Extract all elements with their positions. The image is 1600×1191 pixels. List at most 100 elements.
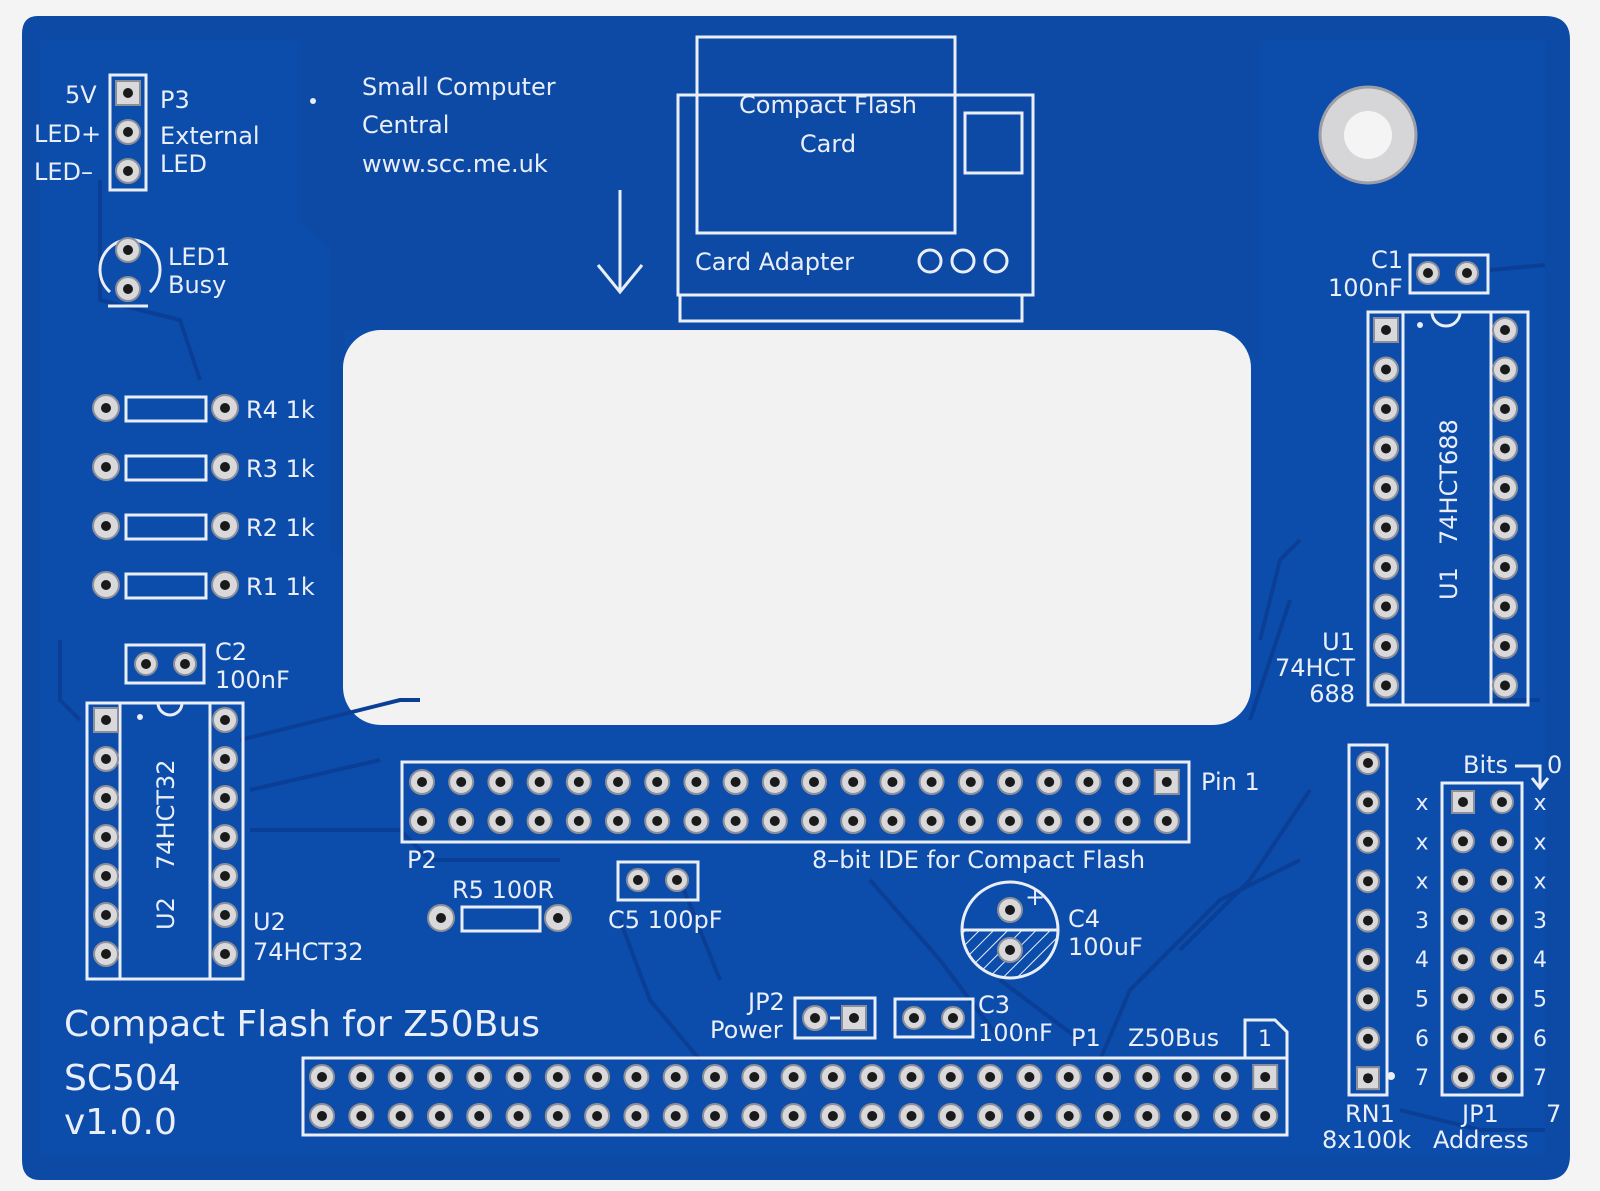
bit-label: x [1533, 791, 1546, 816]
pad-hole [848, 777, 859, 787]
pad-hole [1083, 777, 1094, 787]
jp2-power: Power [710, 1016, 783, 1044]
r3-label: R3 1k [246, 455, 315, 483]
pad-hole [434, 1072, 445, 1082]
pad-hole [101, 832, 111, 842]
bit-label: x [1533, 830, 1546, 855]
pad-hole [1497, 993, 1507, 1004]
capacitor-c3 [893, 997, 975, 1039]
u1-pads [1373, 317, 1518, 699]
r1-label: R1 1k [246, 573, 315, 601]
pad-hole [534, 816, 545, 826]
led1-ref: LED1 [168, 243, 230, 271]
pad-hole [985, 1072, 996, 1082]
pad-hole [613, 777, 623, 787]
pad-hole [926, 777, 937, 787]
bit-label: 5 [1533, 988, 1547, 1013]
resistor-r2 [92, 512, 239, 541]
pad-hole [1381, 364, 1391, 375]
jp1-ref: JP1 [1460, 1100, 1499, 1128]
pad-hole [730, 777, 741, 787]
card-adapter-label: Card Adapter [695, 248, 854, 276]
pad-hole [1363, 758, 1373, 768]
pad-hole [220, 754, 230, 764]
pad-hole [1497, 1072, 1507, 1083]
pad-hole [1500, 404, 1510, 414]
pad-hole [906, 1111, 917, 1121]
pad-hole [1103, 1111, 1113, 1121]
pad-hole [220, 793, 230, 803]
jp1-pads [1451, 790, 1514, 1090]
pad-hole [552, 1072, 563, 1082]
r4-label: R4 1k [246, 396, 315, 424]
pad-hole [1458, 914, 1468, 925]
u1-chip-ref: U1 [1435, 567, 1463, 600]
pad-hole [317, 1072, 327, 1082]
pad-hole [220, 871, 230, 881]
p2-outline [400, 760, 1191, 844]
pad-hole [495, 816, 506, 826]
pad-hole [513, 1111, 524, 1121]
card-window-cutout [343, 330, 1251, 725]
pad-hole [1381, 404, 1391, 414]
maker-line2: Central [362, 111, 449, 139]
pad-hole [1363, 1073, 1373, 1084]
pad-hole [474, 1111, 485, 1121]
chip-u2-footprint [85, 701, 245, 981]
pad-hole [1500, 562, 1510, 572]
led1-footprint [98, 237, 162, 308]
pad-hole [395, 1072, 406, 1082]
pad-hole [1500, 325, 1510, 335]
maker-url: www.scc.me.uk [362, 150, 548, 178]
pad-hole [1497, 836, 1507, 847]
pad-hole [788, 1072, 799, 1082]
resistor-r3 [92, 453, 239, 482]
pad-hole [1497, 914, 1507, 925]
pad-hole [867, 1111, 878, 1121]
pad-hole [101, 910, 111, 920]
pad-hole [1381, 641, 1391, 651]
c3-value: 100nF [978, 1019, 1053, 1047]
pad-hole [1381, 601, 1391, 612]
u2-pads [93, 707, 238, 967]
rn1-pads [1356, 751, 1380, 1091]
pad-hole [1363, 994, 1373, 1005]
c3-ref: C3 [978, 991, 1010, 1019]
bit-label: x [1415, 830, 1428, 855]
bit-label: 4 [1533, 948, 1547, 973]
bit-label: 3 [1533, 909, 1547, 934]
pad-hole [317, 1111, 327, 1121]
p2-pads [409, 769, 1180, 834]
ide-label: 8–bit IDE for Compact Flash [812, 846, 1145, 874]
p1-outline [301, 1018, 1289, 1137]
pad-hole [691, 777, 702, 787]
pad-hole [1458, 954, 1468, 965]
pad-hole [945, 1072, 956, 1082]
pad-hole [1005, 816, 1015, 826]
pad-hole [1458, 836, 1468, 847]
pad-hole [1024, 1111, 1035, 1121]
pad-hole [788, 1111, 799, 1121]
p1-pads [309, 1064, 1279, 1129]
jp2-ref: JP2 [746, 988, 785, 1016]
pad-hole [1161, 816, 1172, 826]
pad-hole [1500, 522, 1510, 533]
p3-ref: P3 [160, 86, 190, 114]
pad-hole [1363, 955, 1373, 965]
pad-hole [534, 777, 545, 787]
p3-pads [115, 80, 141, 184]
pad-hole [592, 1072, 603, 1082]
bits-label: Bits [1463, 751, 1508, 779]
pad-hole [631, 1111, 642, 1121]
bit0-label: 0 [1547, 751, 1562, 779]
capacitor-c5 [616, 860, 700, 902]
pad-hole [1363, 836, 1373, 847]
pad-hole [1181, 1072, 1192, 1082]
pad-hole [945, 1111, 956, 1121]
resistor-r5 [427, 904, 572, 933]
pad-hole [1458, 1072, 1468, 1083]
pad-hole [1181, 1111, 1192, 1121]
pad-hole [1260, 1111, 1271, 1121]
